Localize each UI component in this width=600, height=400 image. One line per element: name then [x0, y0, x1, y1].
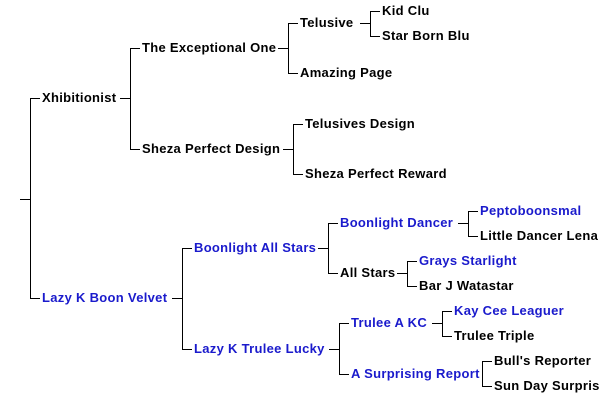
pedigree-gen4-grays-starlight-link[interactable]: Grays Starlight	[417, 253, 519, 269]
pedigree-dam-dam-sire-link[interactable]: Trulee A KC	[349, 315, 430, 331]
pedigree-gen4-star-born-blu: Star Born Blu	[380, 28, 472, 44]
pedigree-gen4-bar-j-watastar: Bar J Watastar	[417, 278, 516, 294]
pedigree-gen4-trulee-triple: Trulee Triple	[452, 328, 537, 344]
pedigree-dam-sire-dam: All Stars	[338, 265, 398, 281]
pedigree-dam-dam-dam-link[interactable]: A Surprising Report	[349, 366, 482, 382]
pedigree-gen4-sun-day-surprise: Sun Day Surprise	[492, 378, 600, 394]
pedigree-sire-dam-dam: Sheza Perfect Reward	[303, 166, 449, 182]
pedigree-sire-sire-sire: Telusive	[298, 15, 356, 31]
pedigree-sire-dam-sire: Telusives Design	[303, 116, 418, 132]
pedigree-dam-dam-link[interactable]: Lazy K Trulee Lucky	[192, 341, 327, 357]
pedigree-dam-sire-sire-link[interactable]: Boonlight Dancer	[338, 215, 456, 231]
pedigree-sire-dam: Sheza Perfect Design	[140, 141, 283, 157]
pedigree-sire-sire-dam: Amazing Page	[298, 65, 395, 81]
pedigree-gen4-peptoboonsmal-link[interactable]: Peptoboonsmal	[478, 203, 584, 219]
pedigree-gen4-bulls-reporter: Bull's Reporter	[492, 353, 594, 369]
pedigree-sire: Xhibitionist	[40, 90, 119, 106]
pedigree-dam-sire-link[interactable]: Boonlight All Stars	[192, 240, 319, 256]
pedigree-sire-sire: The Exceptional One	[140, 40, 279, 56]
pedigree-gen4-kay-cee-leaguer-link[interactable]: Kay Cee Leaguer	[452, 303, 566, 319]
pedigree-gen4-little-dancer-lena: Little Dancer Lena	[478, 228, 600, 244]
pedigree-gen4-kid-clu: Kid Clu	[380, 3, 432, 19]
pedigree-dam-link[interactable]: Lazy K Boon Velvet	[40, 290, 170, 306]
